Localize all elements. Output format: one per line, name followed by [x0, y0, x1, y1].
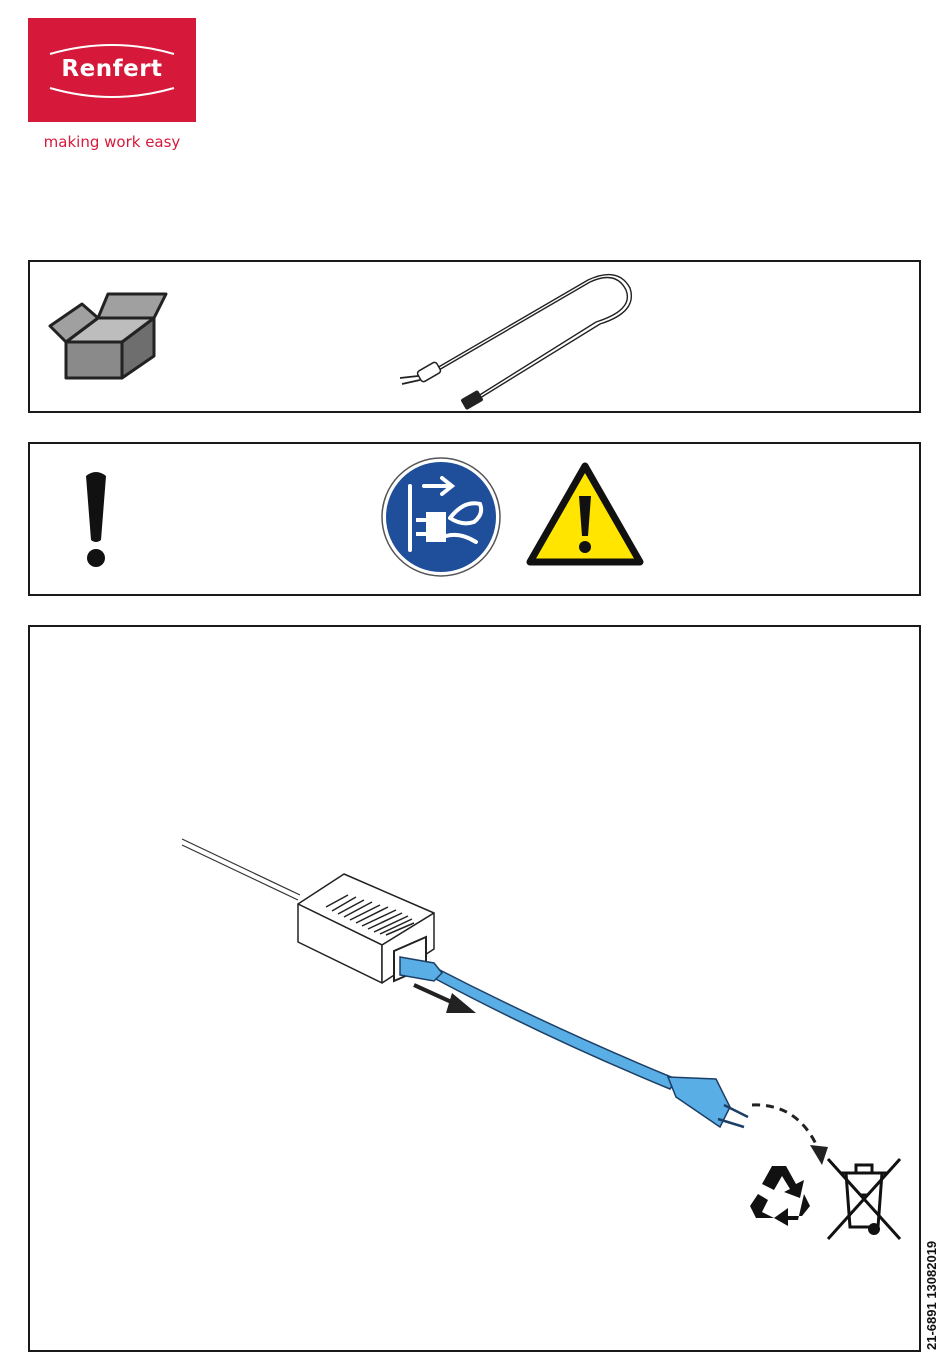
crossed-out-bin-icon	[824, 1155, 904, 1243]
recycling-icon	[748, 1160, 816, 1230]
disconnect-mains-plug-icon	[380, 456, 502, 578]
disposal-panel	[28, 625, 921, 1352]
open-box-icon	[46, 290, 172, 382]
safety-panel	[28, 442, 921, 596]
document-number: 21-6891 13082019	[924, 1241, 939, 1350]
brand-tagline: making work easy	[28, 133, 196, 151]
power-cord-icon	[390, 270, 650, 410]
brand-logo: Renfert	[28, 18, 196, 122]
warning-triangle-icon	[526, 462, 644, 566]
contents-panel	[28, 260, 921, 413]
brand-name: Renfert	[28, 56, 196, 82]
exclamation-icon	[82, 470, 110, 570]
pull-direction-arrow-icon	[410, 979, 480, 1019]
